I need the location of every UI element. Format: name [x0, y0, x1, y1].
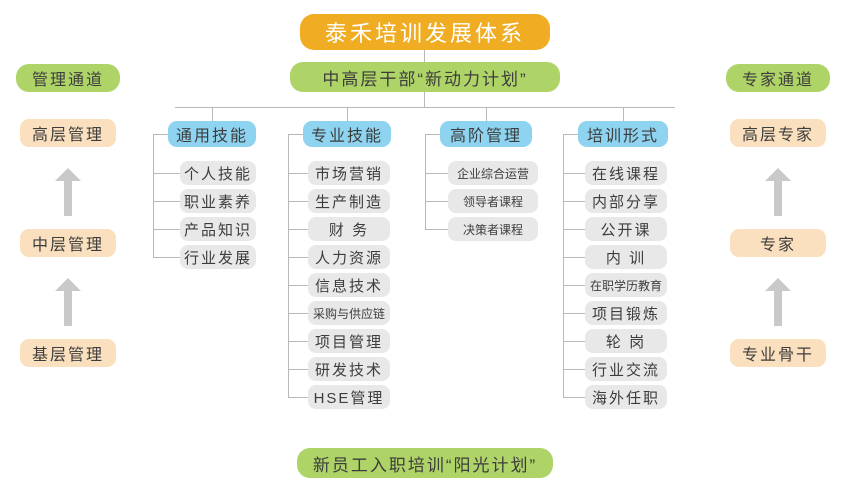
column-3-item-2: 领导者课程 — [448, 189, 538, 213]
column-1-item-3: 产品知识 — [180, 217, 256, 241]
connector-item-2-6 — [288, 313, 308, 314]
column-2-item-2: 生产制造 — [308, 189, 390, 213]
column-1-item-1: 个人技能 — [180, 161, 256, 185]
column-4-item-3: 公开课 — [585, 217, 667, 241]
column-header-4: 培训形式 — [578, 121, 668, 147]
connector-item-1-4 — [153, 257, 180, 258]
arrow-shaft — [64, 178, 72, 216]
management-track-arrow-1 — [55, 168, 81, 216]
column-4-item-1: 在线课程 — [585, 161, 667, 185]
arrow-head — [55, 278, 81, 291]
connector-item-2-1 — [288, 173, 308, 174]
arrow-shaft — [64, 288, 72, 326]
arrow-head — [55, 168, 81, 181]
connector-item-2-7 — [288, 341, 308, 342]
management-track-level-1: 高层管理 — [20, 119, 116, 147]
column-spine-3 — [425, 134, 426, 229]
connector-spine-to-header-4 — [563, 134, 578, 135]
column-4-item-6: 项目锻炼 — [585, 301, 667, 325]
column-header-3: 高阶管理 — [440, 121, 532, 147]
connector-item-4-9 — [563, 397, 585, 398]
column-2-item-8: 研发技术 — [308, 357, 390, 381]
column-4-item-5: 在职学历教育 — [585, 273, 667, 297]
arrow-head — [765, 278, 791, 291]
column-4-item-8: 行业交流 — [585, 357, 667, 381]
connector-item-4-4 — [563, 257, 585, 258]
column-2-item-3: 财 务 — [308, 217, 390, 241]
connector-item-2-3 — [288, 229, 308, 230]
connector-item-4-6 — [563, 313, 585, 314]
expert-track-level-2: 专家 — [730, 229, 826, 257]
column-4-item-2: 内部分享 — [585, 189, 667, 213]
column-header-1: 通用技能 — [168, 121, 256, 147]
connector-spine-to-header-2 — [288, 134, 303, 135]
column-2-item-1: 市场营销 — [308, 161, 390, 185]
connector-item-4-1 — [563, 173, 585, 174]
column-2-item-6: 采购与供应链 — [308, 301, 390, 325]
connector-item-3-3 — [425, 229, 448, 230]
connector-item-1-1 — [153, 173, 180, 174]
diagram-footer: 新员工入职培训“阳光计划” — [297, 448, 553, 478]
expert-track-arrow-1 — [765, 168, 791, 216]
management-track-arrow-2 — [55, 278, 81, 326]
column-2-item-5: 信息技术 — [308, 273, 390, 297]
connector-bus-horizontal — [175, 107, 675, 108]
arrow-shaft — [774, 178, 782, 216]
column-4-item-9: 海外任职 — [585, 385, 667, 409]
connector-item-3-2 — [425, 201, 448, 202]
column-1-item-4: 行业发展 — [180, 245, 256, 269]
connector-subtitle-down — [424, 92, 425, 107]
connector-bus-to-header-2 — [347, 107, 348, 121]
connector-item-4-8 — [563, 369, 585, 370]
arrow-shaft — [774, 288, 782, 326]
connector-title-to-subtitle — [424, 50, 425, 72]
column-4-item-4: 内 训 — [585, 245, 667, 269]
connector-bus-to-header-3 — [486, 107, 487, 121]
expert-track-level-3: 专业骨干 — [730, 339, 826, 367]
column-3-item-3: 决策者课程 — [448, 217, 538, 241]
connector-spine-to-header-1 — [153, 134, 168, 135]
expert-track-level-1: 高层专家 — [730, 119, 826, 147]
arrow-head — [765, 168, 791, 181]
column-spine-2 — [288, 134, 289, 397]
column-2-item-9: HSE管理 — [308, 385, 390, 409]
connector-item-1-2 — [153, 201, 180, 202]
connector-item-2-5 — [288, 285, 308, 286]
column-3-item-1: 企业综合运营 — [448, 161, 538, 185]
connector-bus-to-header-4 — [623, 107, 624, 121]
connector-item-2-4 — [288, 257, 308, 258]
management-track-level-3: 基层管理 — [20, 339, 116, 367]
connector-item-2-8 — [288, 369, 308, 370]
connector-item-1-3 — [153, 229, 180, 230]
connector-spine-to-header-3 — [425, 134, 440, 135]
column-spine-4 — [563, 134, 564, 397]
column-header-2: 专业技能 — [303, 121, 391, 147]
column-1-item-2: 职业素养 — [180, 189, 256, 213]
connector-item-4-5 — [563, 285, 585, 286]
connector-item-2-9 — [288, 397, 308, 398]
connector-item-4-3 — [563, 229, 585, 230]
connector-item-4-2 — [563, 201, 585, 202]
column-2-item-4: 人力资源 — [308, 245, 390, 269]
management-track-level-2: 中层管理 — [20, 229, 116, 257]
connector-bus-to-header-1 — [212, 107, 213, 121]
connector-item-3-1 — [425, 173, 448, 174]
diagram-subtitle: 中高层干部“新动力计划” — [290, 62, 560, 92]
expert-track-arrow-2 — [765, 278, 791, 326]
diagram-title: 泰禾培训发展体系 — [300, 14, 550, 50]
column-spine-1 — [153, 134, 154, 257]
expert-track-header: 专家通道 — [726, 64, 830, 92]
connector-item-4-7 — [563, 341, 585, 342]
column-4-item-7: 轮 岗 — [585, 329, 667, 353]
management-track-header: 管理通道 — [16, 64, 120, 92]
connector-item-2-2 — [288, 201, 308, 202]
column-2-item-7: 项目管理 — [308, 329, 390, 353]
